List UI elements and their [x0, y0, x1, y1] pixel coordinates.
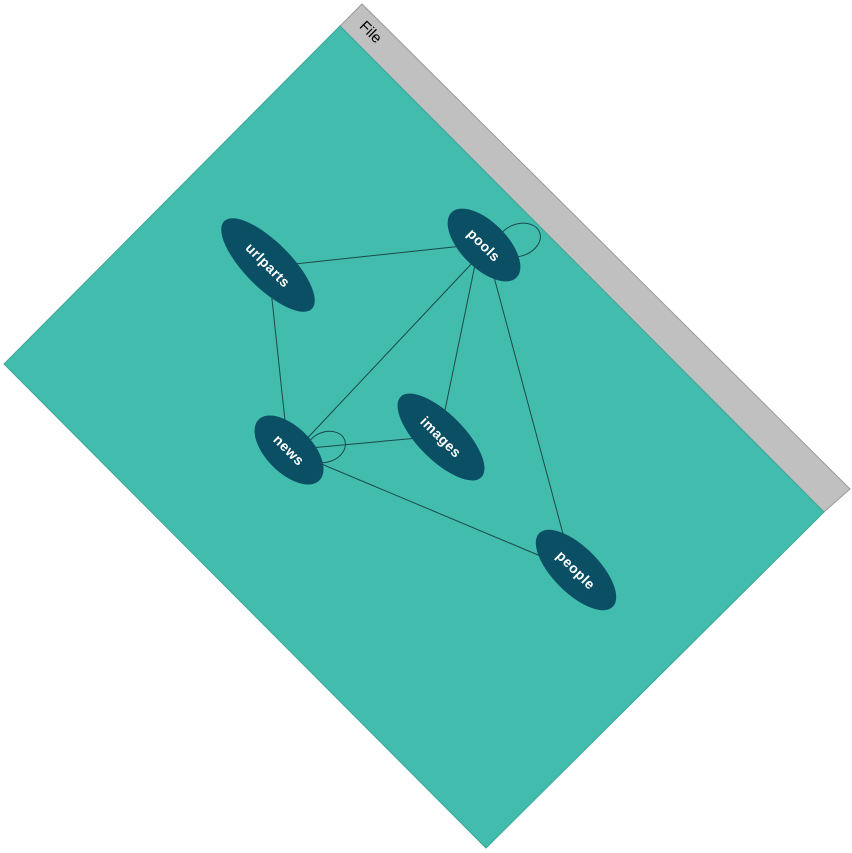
- edge-pools-images: [444, 259, 477, 411]
- edge-urlparts-news: [270, 289, 287, 431]
- node-people-shape: [535, 529, 617, 611]
- node-news[interactable]: news: [242, 403, 335, 496]
- edge-pools-news: [299, 259, 476, 447]
- edge-news-people: [311, 459, 551, 561]
- node-images-shape: [397, 393, 485, 481]
- edge-pools-people: [489, 261, 567, 546]
- node-news-shape: [254, 415, 324, 485]
- edge-news-images: [309, 437, 419, 449]
- node-urlparts-shape: [221, 218, 315, 312]
- graph-edges: [270, 244, 567, 561]
- edge-urlparts-pools: [284, 244, 473, 266]
- node-people[interactable]: people: [523, 517, 629, 623]
- node-images[interactable]: images: [384, 380, 497, 493]
- node-pools[interactable]: pools: [435, 196, 533, 294]
- node-pools-shape: [447, 208, 521, 282]
